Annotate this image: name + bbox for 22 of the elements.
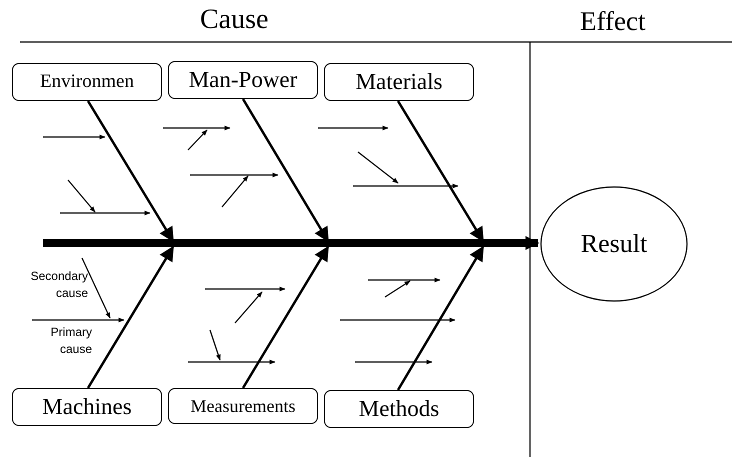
category-label: Environmen (40, 71, 134, 93)
category-box (324, 390, 474, 428)
category-label: Measurements (190, 396, 296, 416)
bone-arrow (86, 246, 174, 389)
effect-ellipse (540, 186, 688, 302)
category-label: Methods (358, 396, 440, 422)
category-label: Materials (356, 69, 442, 95)
category-label: Machines (42, 394, 132, 420)
bone-arrow (396, 246, 484, 391)
category-box (324, 63, 474, 101)
category-box (12, 388, 162, 426)
category-box (168, 61, 318, 99)
bone-arrow (242, 246, 330, 389)
callout-text: Primary cause (50, 324, 92, 358)
effect-label: Result (580, 229, 648, 259)
category-label: Man-Power (188, 67, 298, 93)
callout-text: Secondary cause (30, 268, 88, 302)
spine-arrow (43, 236, 540, 250)
heading: Effect (580, 6, 646, 37)
heading: Cause (200, 4, 268, 36)
category-box (168, 388, 318, 424)
category-box (12, 63, 162, 101)
